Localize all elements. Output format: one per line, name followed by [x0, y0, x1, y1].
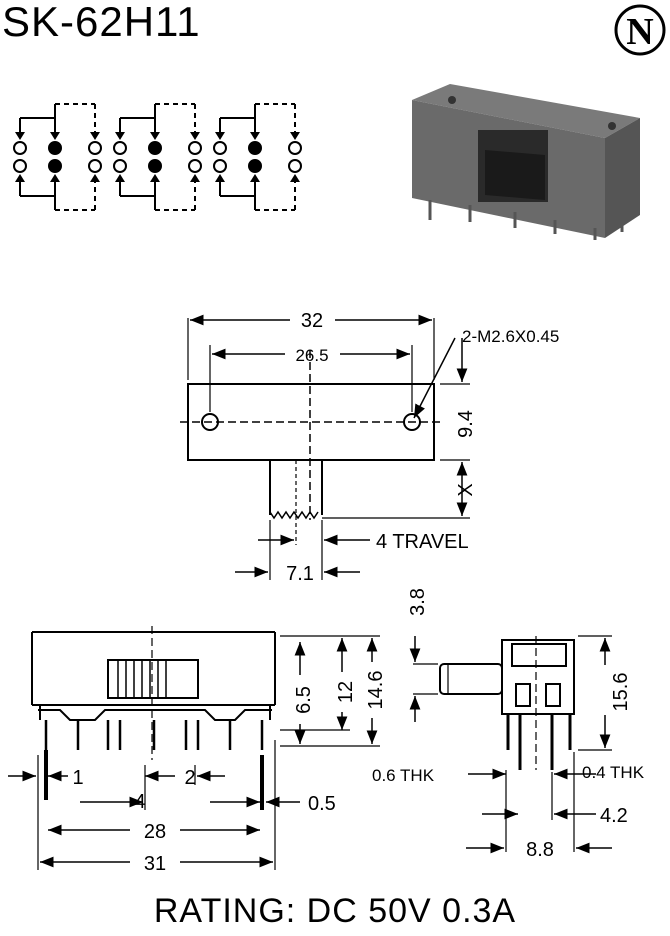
- dim-height-9-4: 9.4: [455, 410, 477, 438]
- dim-pitch-2: 2: [184, 767, 195, 789]
- product-photo: [412, 84, 640, 240]
- circuit-schematic: [13, 103, 302, 211]
- dim-pin-width: 0.5: [308, 793, 336, 815]
- dim-span-31: 31: [144, 853, 166, 875]
- logo-letter: N: [626, 11, 653, 53]
- travel-label: 4 TRAVEL: [376, 531, 469, 553]
- dim-h-6-5: 6.5: [293, 686, 315, 714]
- dim-span-28: 28: [144, 821, 166, 843]
- front-view-drawing: [8, 626, 380, 870]
- dim-h-14-6: 14.6: [365, 671, 387, 710]
- top-view-drawing: [180, 314, 470, 580]
- hole-spec-label: 2-M2.6X0.45: [462, 327, 559, 346]
- dim-pitch-1: 1: [72, 767, 83, 789]
- dim-hole-spacing: 26.5: [295, 346, 328, 365]
- thk-right-label: 0.4 THK: [582, 763, 645, 782]
- dim-knob-3-8: 3.8: [407, 588, 429, 616]
- dim-actuator-width: 7.1: [286, 563, 314, 585]
- thk-left-label: 0.6 THK: [372, 766, 435, 785]
- dim-pitch-4-2: 4.2: [600, 805, 628, 827]
- dim-actuator-x: X: [455, 483, 477, 496]
- dim-width-32: 32: [301, 310, 323, 332]
- dim-pitch-4: 4: [134, 791, 145, 813]
- brand-logo: N: [614, 4, 666, 56]
- part-number-title: SK-62H11: [2, 0, 201, 45]
- dim-height-15-6: 15.6: [610, 673, 632, 712]
- side-view-drawing: [409, 635, 612, 854]
- dim-h-12: 12: [335, 681, 357, 703]
- rating-label: RATING: DC 50V 0.3A: [153, 892, 517, 930]
- dim-width-8-8: 8.8: [526, 839, 554, 861]
